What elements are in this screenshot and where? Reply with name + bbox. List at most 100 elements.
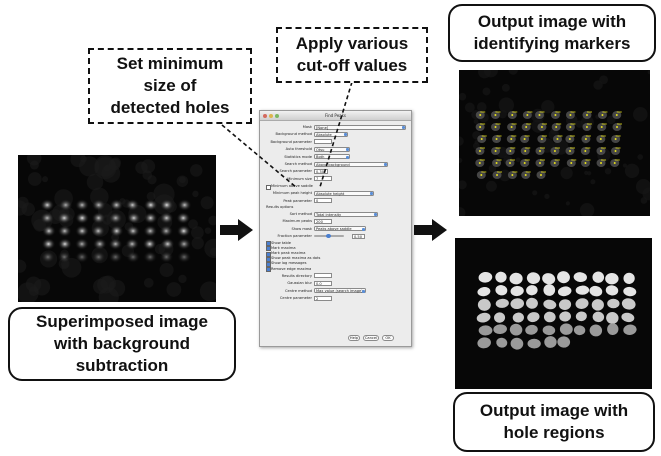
minimize-icon[interactable] — [269, 113, 273, 118]
noise-blob — [584, 170, 589, 175]
hole-region — [573, 325, 586, 336]
hole-region — [526, 272, 541, 285]
connector-cutoff — [319, 81, 353, 188]
option-checkbox[interactable]: Show table — [266, 241, 291, 247]
dropdown-select[interactable]: Absolute height — [314, 190, 374, 196]
dialog-titlebar: Find Peaks — [260, 111, 411, 121]
dropdown-select[interactable]: Total intensity — [314, 211, 378, 217]
option-checkbox[interactable]: Show peak maxima as dots — [266, 256, 320, 262]
callout-superimposed: Superimposed image with background subtr… — [8, 307, 236, 381]
marker-dot — [616, 126, 619, 128]
callout-apply-cutoff: Apply various cut-off values — [276, 27, 428, 83]
field-label-text: Search method — [284, 162, 312, 166]
marker-dot — [538, 114, 541, 116]
marker-dot — [585, 126, 588, 128]
field-label-text: Background parameter — [270, 139, 312, 144]
noise-blob — [633, 107, 648, 122]
dropdown-select[interactable]: Above background — [314, 161, 388, 167]
hole-region — [495, 271, 507, 283]
marker-dot — [479, 126, 482, 128]
option-checkbox[interactable]: Mark maxima — [266, 246, 296, 252]
noise-blob — [27, 172, 42, 186]
connector-min-size — [221, 124, 298, 189]
dropdown-select[interactable]: Both — [314, 154, 350, 160]
marker-dot — [556, 138, 559, 140]
hole-region — [542, 325, 556, 336]
marker-dot — [494, 114, 497, 116]
cancel-button[interactable]: Cancel — [363, 335, 379, 341]
option-checkbox[interactable]: Remove edge maxima — [266, 267, 311, 273]
hole-spot — [126, 251, 141, 263]
noise-blob — [624, 163, 640, 179]
hole-region — [575, 298, 589, 309]
noise-blob — [478, 70, 492, 79]
noise-blob — [79, 155, 87, 163]
hole-region — [542, 273, 556, 285]
fraction-slider[interactable] — [314, 233, 344, 238]
text-field[interactable]: 2 — [314, 295, 332, 301]
dropdown-select[interactable]: Max value (search image) — [314, 288, 366, 294]
option-checkbox[interactable]: Mark peak maxima — [266, 251, 305, 257]
marker-dot — [511, 174, 514, 176]
marker-dot — [511, 114, 514, 116]
marker-dot — [614, 138, 617, 140]
hole-region — [557, 286, 572, 297]
hole-spot — [91, 212, 106, 224]
noise-blob — [93, 278, 109, 294]
text-field[interactable] — [314, 139, 332, 145]
minimum-above-saddle-checkbox[interactable]: Minimum above saddle — [266, 184, 313, 190]
text-field[interactable] — [314, 273, 332, 279]
hole-region — [606, 311, 619, 324]
fraction-value-field[interactable]: 0.50 — [352, 233, 365, 239]
callout-set-min-size: Set minimum size of detected holes — [88, 48, 252, 124]
hole-spot — [143, 199, 158, 211]
hole-region — [509, 323, 523, 336]
ok-button[interactable]: OK — [382, 335, 394, 341]
noise-blob — [473, 118, 479, 124]
help-button[interactable]: Help — [348, 335, 360, 341]
marker-dot — [615, 114, 618, 116]
hole-region — [478, 271, 493, 283]
hole-spot — [143, 251, 158, 263]
hole-spot — [108, 212, 123, 224]
dropdown-select[interactable]: Absolute — [314, 131, 348, 137]
noise-blob — [499, 169, 511, 182]
hole-spot — [177, 238, 192, 250]
noise-blob — [498, 97, 515, 113]
hole-region — [543, 284, 556, 296]
text-field[interactable]: 0.30 — [314, 168, 328, 174]
hole-region — [496, 337, 508, 348]
hole-spot — [75, 212, 90, 224]
noise-blob — [166, 282, 182, 297]
noise-blob — [190, 164, 203, 177]
marker-dot — [538, 150, 541, 152]
noise-blob — [640, 197, 648, 204]
text-field[interactable]: 0 — [314, 198, 332, 204]
close-icon[interactable] — [263, 113, 267, 118]
marker-dot — [478, 162, 481, 164]
hole-spot — [108, 251, 123, 263]
slider-handle[interactable] — [326, 233, 331, 238]
hole-spot — [177, 251, 192, 263]
hole-region — [623, 286, 637, 297]
option-checkbox[interactable]: Show log messages — [266, 261, 306, 268]
hole-spot — [109, 225, 124, 237]
marker-dot — [510, 138, 513, 140]
hole-spot — [75, 199, 90, 211]
text-field[interactable]: 0.0 — [314, 280, 332, 286]
field-label-text: Maximum peaks — [282, 219, 313, 224]
hole-spot — [75, 225, 90, 237]
field-label-text: Statistics mode — [284, 154, 312, 159]
window-controls[interactable] — [263, 113, 279, 118]
text-field[interactable]: 200 — [314, 218, 332, 224]
dropdown-select[interactable]: [None] — [314, 124, 406, 130]
noise-blob — [482, 87, 491, 96]
superimposed-image-canvas — [18, 155, 216, 302]
marker-dot — [494, 150, 497, 152]
marker-dot — [540, 138, 543, 140]
dropdown-select[interactable]: Peaks above saddle — [314, 226, 366, 232]
field-label-text: Results directory — [281, 273, 312, 278]
zoom-icon[interactable] — [275, 113, 279, 118]
noise-blob — [459, 207, 466, 216]
hole-spot — [108, 238, 123, 250]
